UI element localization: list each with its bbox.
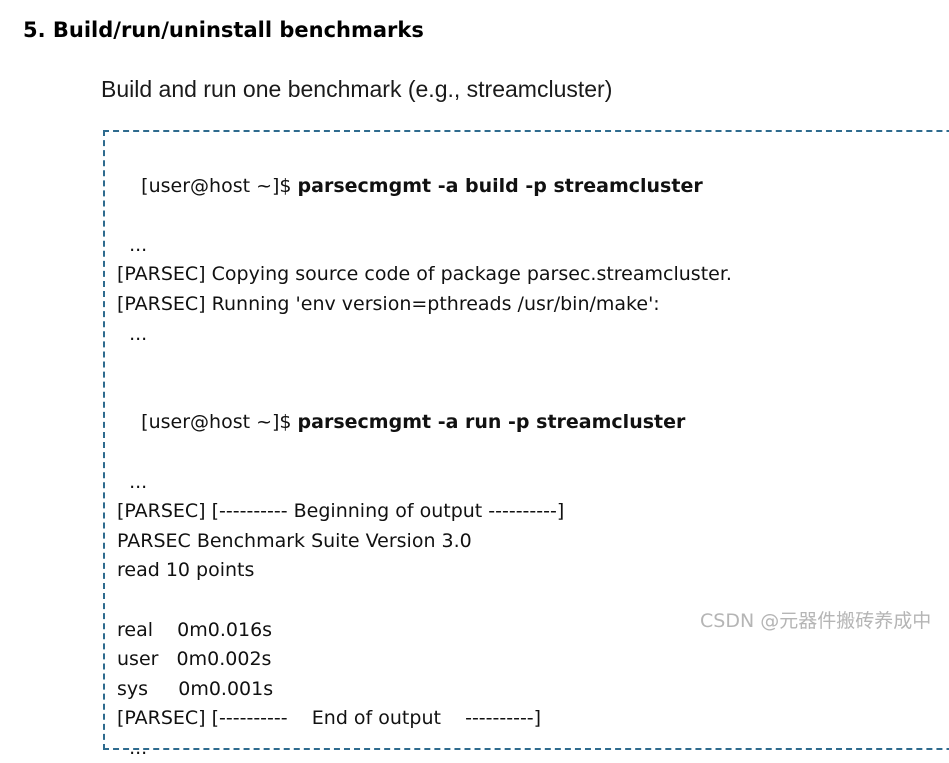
terminal-line: ... xyxy=(117,322,148,345)
terminal-line: PARSEC Benchmark Suite Version 3.0 xyxy=(117,529,472,552)
shell-prompt: [user@host ~]$ xyxy=(141,174,298,197)
terminal-line: [PARSEC] Copying source code of package … xyxy=(117,263,732,286)
terminal-line: [PARSEC] [---------- Beginning of output… xyxy=(117,500,565,523)
terminal-blank-line xyxy=(117,349,949,379)
terminal-line: ... xyxy=(117,233,148,256)
shell-prompt: [user@host ~]$ xyxy=(141,411,298,434)
terminal-line: sys 0m0.001s xyxy=(117,677,274,700)
terminal-line: user 0m0.002s xyxy=(117,648,272,671)
terminal-line: [PARSEC] Running 'env version=pthreads /… xyxy=(117,292,660,315)
page-title: 5. Build/run/uninstall benchmarks xyxy=(23,18,424,42)
terminal-line: real 0m0.016s xyxy=(117,618,273,641)
shell-command: parsecmgmt -a run -p streamcluster xyxy=(297,411,686,434)
terminal-line: ... xyxy=(117,736,148,759)
section-subtitle: Build and run one benchmark (e.g., strea… xyxy=(101,76,613,102)
terminal-command-line: [user@host ~]$ parsecmgmt -a build -p st… xyxy=(117,142,949,231)
terminal-line: ... xyxy=(117,470,148,493)
shell-command: parsecmgmt -a build -p streamcluster xyxy=(297,174,703,197)
terminal-line: [PARSEC] [---------- End of output -----… xyxy=(117,707,542,730)
csdn-watermark: CSDN @元器件搬砖养成中 xyxy=(700,610,932,632)
terminal-command-line: [user@host ~]$ parsecmgmt -a run -p stre… xyxy=(117,379,949,468)
terminal-output-box: [user@host ~]$ parsecmgmt -a build -p st… xyxy=(103,130,949,759)
terminal-line: read 10 points xyxy=(117,559,255,582)
